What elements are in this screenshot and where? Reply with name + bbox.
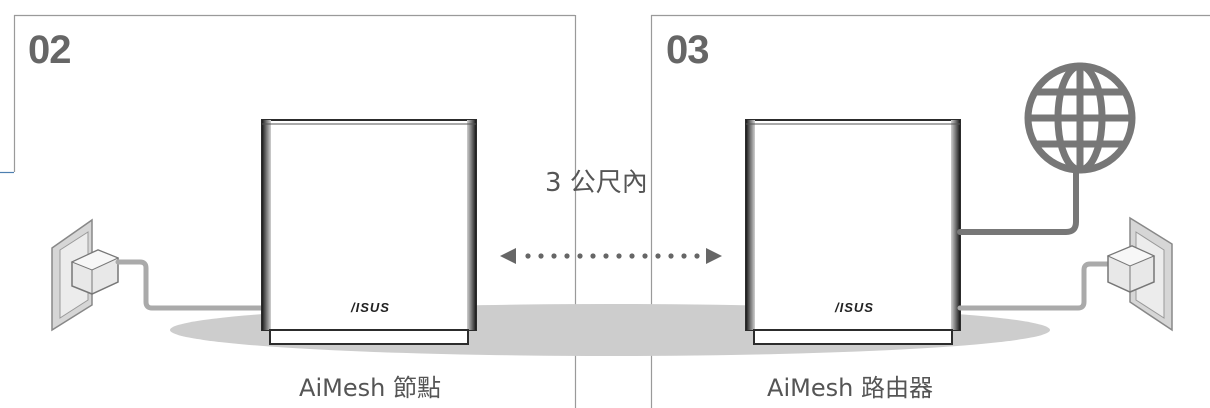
power-cable-left xyxy=(115,259,265,311)
bidirectional-arrow-icon xyxy=(500,248,722,264)
internet-cable xyxy=(957,167,1079,235)
step-number-left: 02 xyxy=(28,28,71,72)
power-cable-right xyxy=(957,261,1113,311)
globe-icon xyxy=(1024,62,1136,174)
router-node-icon xyxy=(261,119,477,345)
brand-logo-right: /ISUS xyxy=(835,300,874,315)
distance-label: 3 公尺內 xyxy=(545,168,648,198)
brand-logo-left: /ISUS xyxy=(351,300,390,315)
caption-left: AiMesh 節點 xyxy=(299,374,441,402)
step-number-right: 03 xyxy=(666,28,709,72)
power-adapter-icon xyxy=(70,249,120,295)
router-main-icon xyxy=(745,119,961,345)
caption-right: AiMesh 路由器 xyxy=(767,374,933,402)
power-adapter-icon-right xyxy=(1106,245,1156,293)
